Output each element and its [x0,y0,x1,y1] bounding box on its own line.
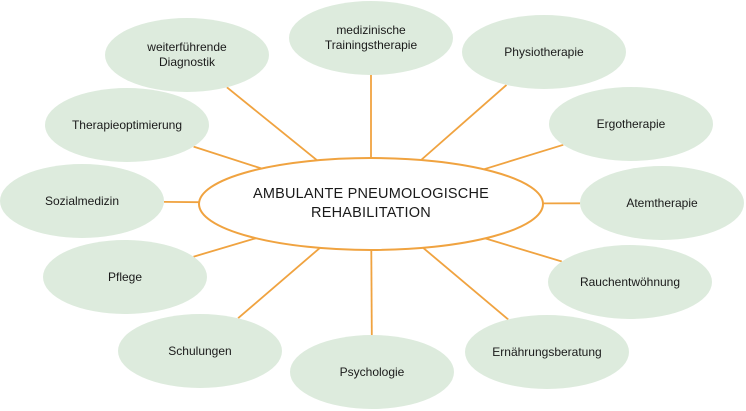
satellite-weiterfuehrende-diagnostik-ellipse [105,18,269,92]
satellite-schulungen-ellipse [118,314,282,388]
connector-ernaehrungsberatung [422,247,509,321]
satellite-schulungen: Schulungen [118,314,282,388]
satellite-ergotherapie-label: Ergotherapie [597,117,666,131]
satellite-psychologie: Psychologie [290,335,454,409]
satellite-atemtherapie-ellipse [580,166,744,240]
satellite-schulungen-label: Schulungen [168,344,231,358]
satellite-ernaehrungsberatung-ellipse [465,315,629,389]
center-ellipse [198,157,544,251]
satellite-psychologie-ellipse [290,335,454,409]
satellite-atemtherapie-label: Atemtherapie [626,196,698,210]
connector-ergotherapie [483,143,564,171]
satellite-physiotherapie-ellipse [462,15,626,89]
satellite-therapieoptimierung-ellipse [45,88,209,162]
satellite-pflege-ellipse [43,240,207,314]
satellite-ergotherapie-ellipse [549,87,713,161]
satellite-atemtherapie: Atemtherapie [580,166,744,240]
satellite-rauchentwoehnung: Rauchentwöhnung [548,245,712,319]
satellite-physiotherapie: Physiotherapie [462,15,626,89]
connector-rauchentwoehnung [484,237,563,263]
connector-physiotherapie [420,84,508,161]
satellite-sozialmedizin: Sozialmedizin [0,164,164,238]
satellite-sozialmedizin-label: Sozialmedizin [45,194,119,208]
satellite-pflege-label: Pflege [108,270,142,284]
connector-weiterfuehrende-diagnostik [226,86,318,161]
satellite-therapieoptimierung-label: Therapieoptimierung [72,118,182,132]
satellite-physiotherapie-label: Physiotherapie [504,45,584,59]
satellite-rauchentwoehnung-ellipse [548,245,712,319]
satellite-ernaehrungsberatung-label: Ernährungsberatung [492,345,601,359]
satellite-sozialmedizin-ellipse [0,164,164,238]
satellite-therapieoptimierung: Therapieoptimierung [45,88,209,162]
connector-therapieoptimierung [193,145,262,170]
connector-pflege [193,237,257,258]
satellite-psychologie-label: Psychologie [340,365,405,379]
satellite-pflege: Pflege [43,240,207,314]
connector-schulungen [237,247,321,319]
satellite-rauchentwoehnung-label: Rauchentwöhnung [580,275,680,289]
satellite-ergotherapie: Ergotherapie [549,87,713,161]
satellite-ernaehrungsberatung: Ernährungsberatung [465,315,629,389]
connector-lines [163,75,581,336]
connector-psychologie [370,249,373,336]
satellite-medizinische-trainingstherapie-ellipse [289,1,453,75]
